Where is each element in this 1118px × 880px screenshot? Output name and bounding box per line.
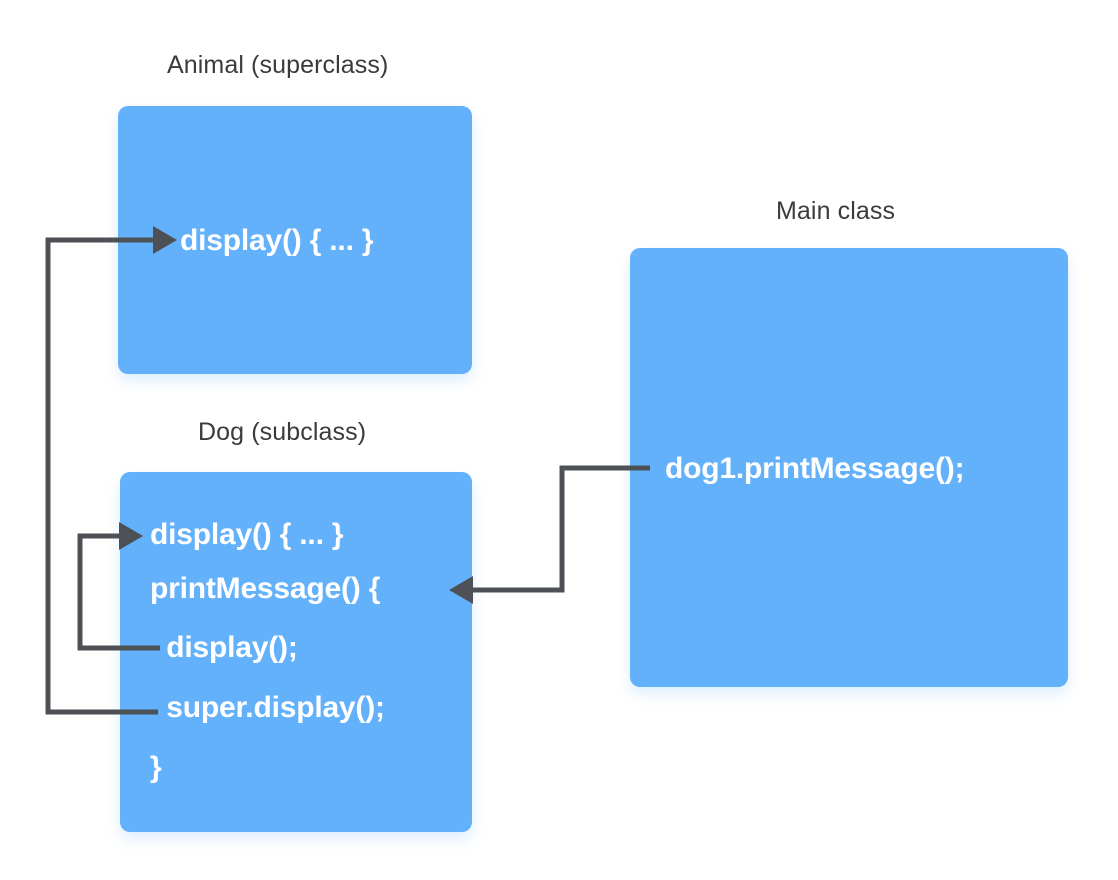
main-box-caption: Main class xyxy=(776,197,896,225)
main-class-box xyxy=(630,248,1068,687)
main-printmessage-call: dog1.printMessage(); xyxy=(665,452,965,485)
animal-box-caption: Animal (superclass) xyxy=(167,51,389,79)
dog-display-call: display(); xyxy=(150,631,298,664)
animal-display-method: display() { ... } xyxy=(180,224,374,257)
dog-printmessage-open: printMessage() { xyxy=(150,572,381,605)
animal-superclass-box xyxy=(118,106,472,374)
dog-display-method: display() { ... } xyxy=(150,518,344,551)
dog-super-display-call: super.display(); xyxy=(150,691,385,724)
dog-box-caption: Dog (subclass) xyxy=(198,418,367,446)
connector-main-call-to-dog-printmessage xyxy=(449,465,650,604)
dog-subclass-box xyxy=(120,472,472,832)
dog-printmessage-close: } xyxy=(150,751,162,784)
